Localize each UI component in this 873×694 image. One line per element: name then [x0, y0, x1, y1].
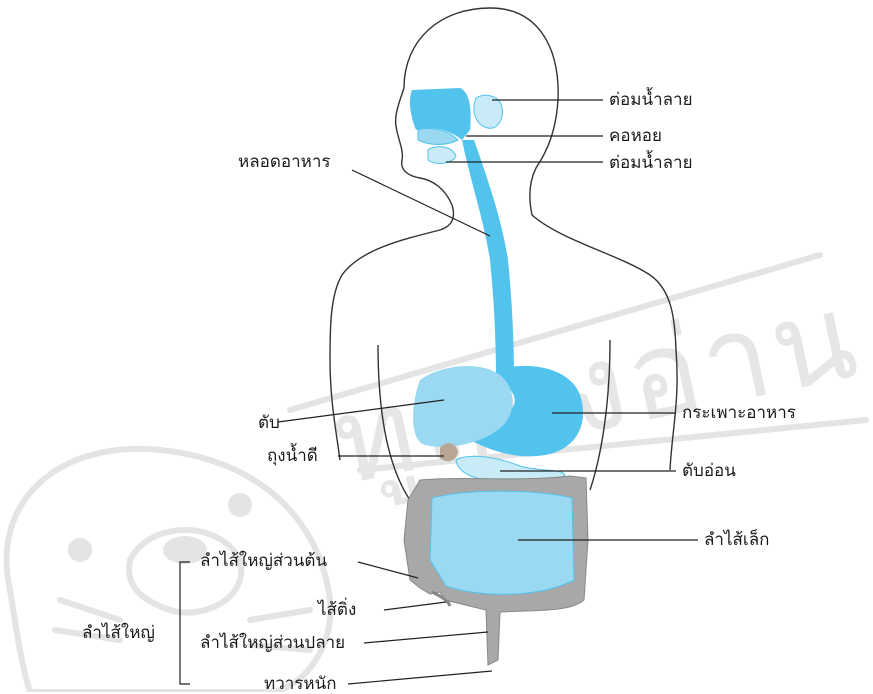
mouth-cavity [410, 88, 471, 145]
leader-esophagus [352, 170, 490, 236]
label-stomach: กระเพาะอาหาร [682, 403, 796, 423]
label-salivary-gland-bottom: ต่อมน้ำลาย [609, 153, 693, 173]
bracket-large-intestine [180, 562, 190, 684]
label-large-intestine: ลำไส้ใหญ่ [82, 623, 155, 643]
label-anus: ทวารหนัก [264, 674, 337, 694]
label-liver: ตับ [258, 413, 280, 433]
label-appendix: ไส้ติ่ง [318, 600, 356, 620]
label-salivary-gland-top: ต่อมน้ำลาย [609, 90, 693, 110]
label-small-intestine: ลำไส้เล็ก [704, 530, 769, 550]
label-cecum: ลำไส้ใหญ่ส่วนต้น [200, 551, 327, 571]
label-gallbladder: ถุงน้ำดี [267, 446, 318, 466]
leader-anus [348, 671, 492, 684]
esophagus-shape [462, 140, 514, 380]
leader-rectum [364, 632, 488, 643]
salivary-gland-bottom-shape [428, 147, 456, 164]
label-pharynx: คอหอย [609, 126, 662, 146]
leader-appendix [384, 602, 446, 610]
label-rectum: ลำไส้ใหญ่ส่วนปลาย [200, 633, 345, 653]
label-esophagus: หลอดอาหาร [238, 152, 331, 172]
small-intestine-shape [430, 491, 574, 594]
label-pancreas: ตับอ่อน [682, 461, 736, 481]
